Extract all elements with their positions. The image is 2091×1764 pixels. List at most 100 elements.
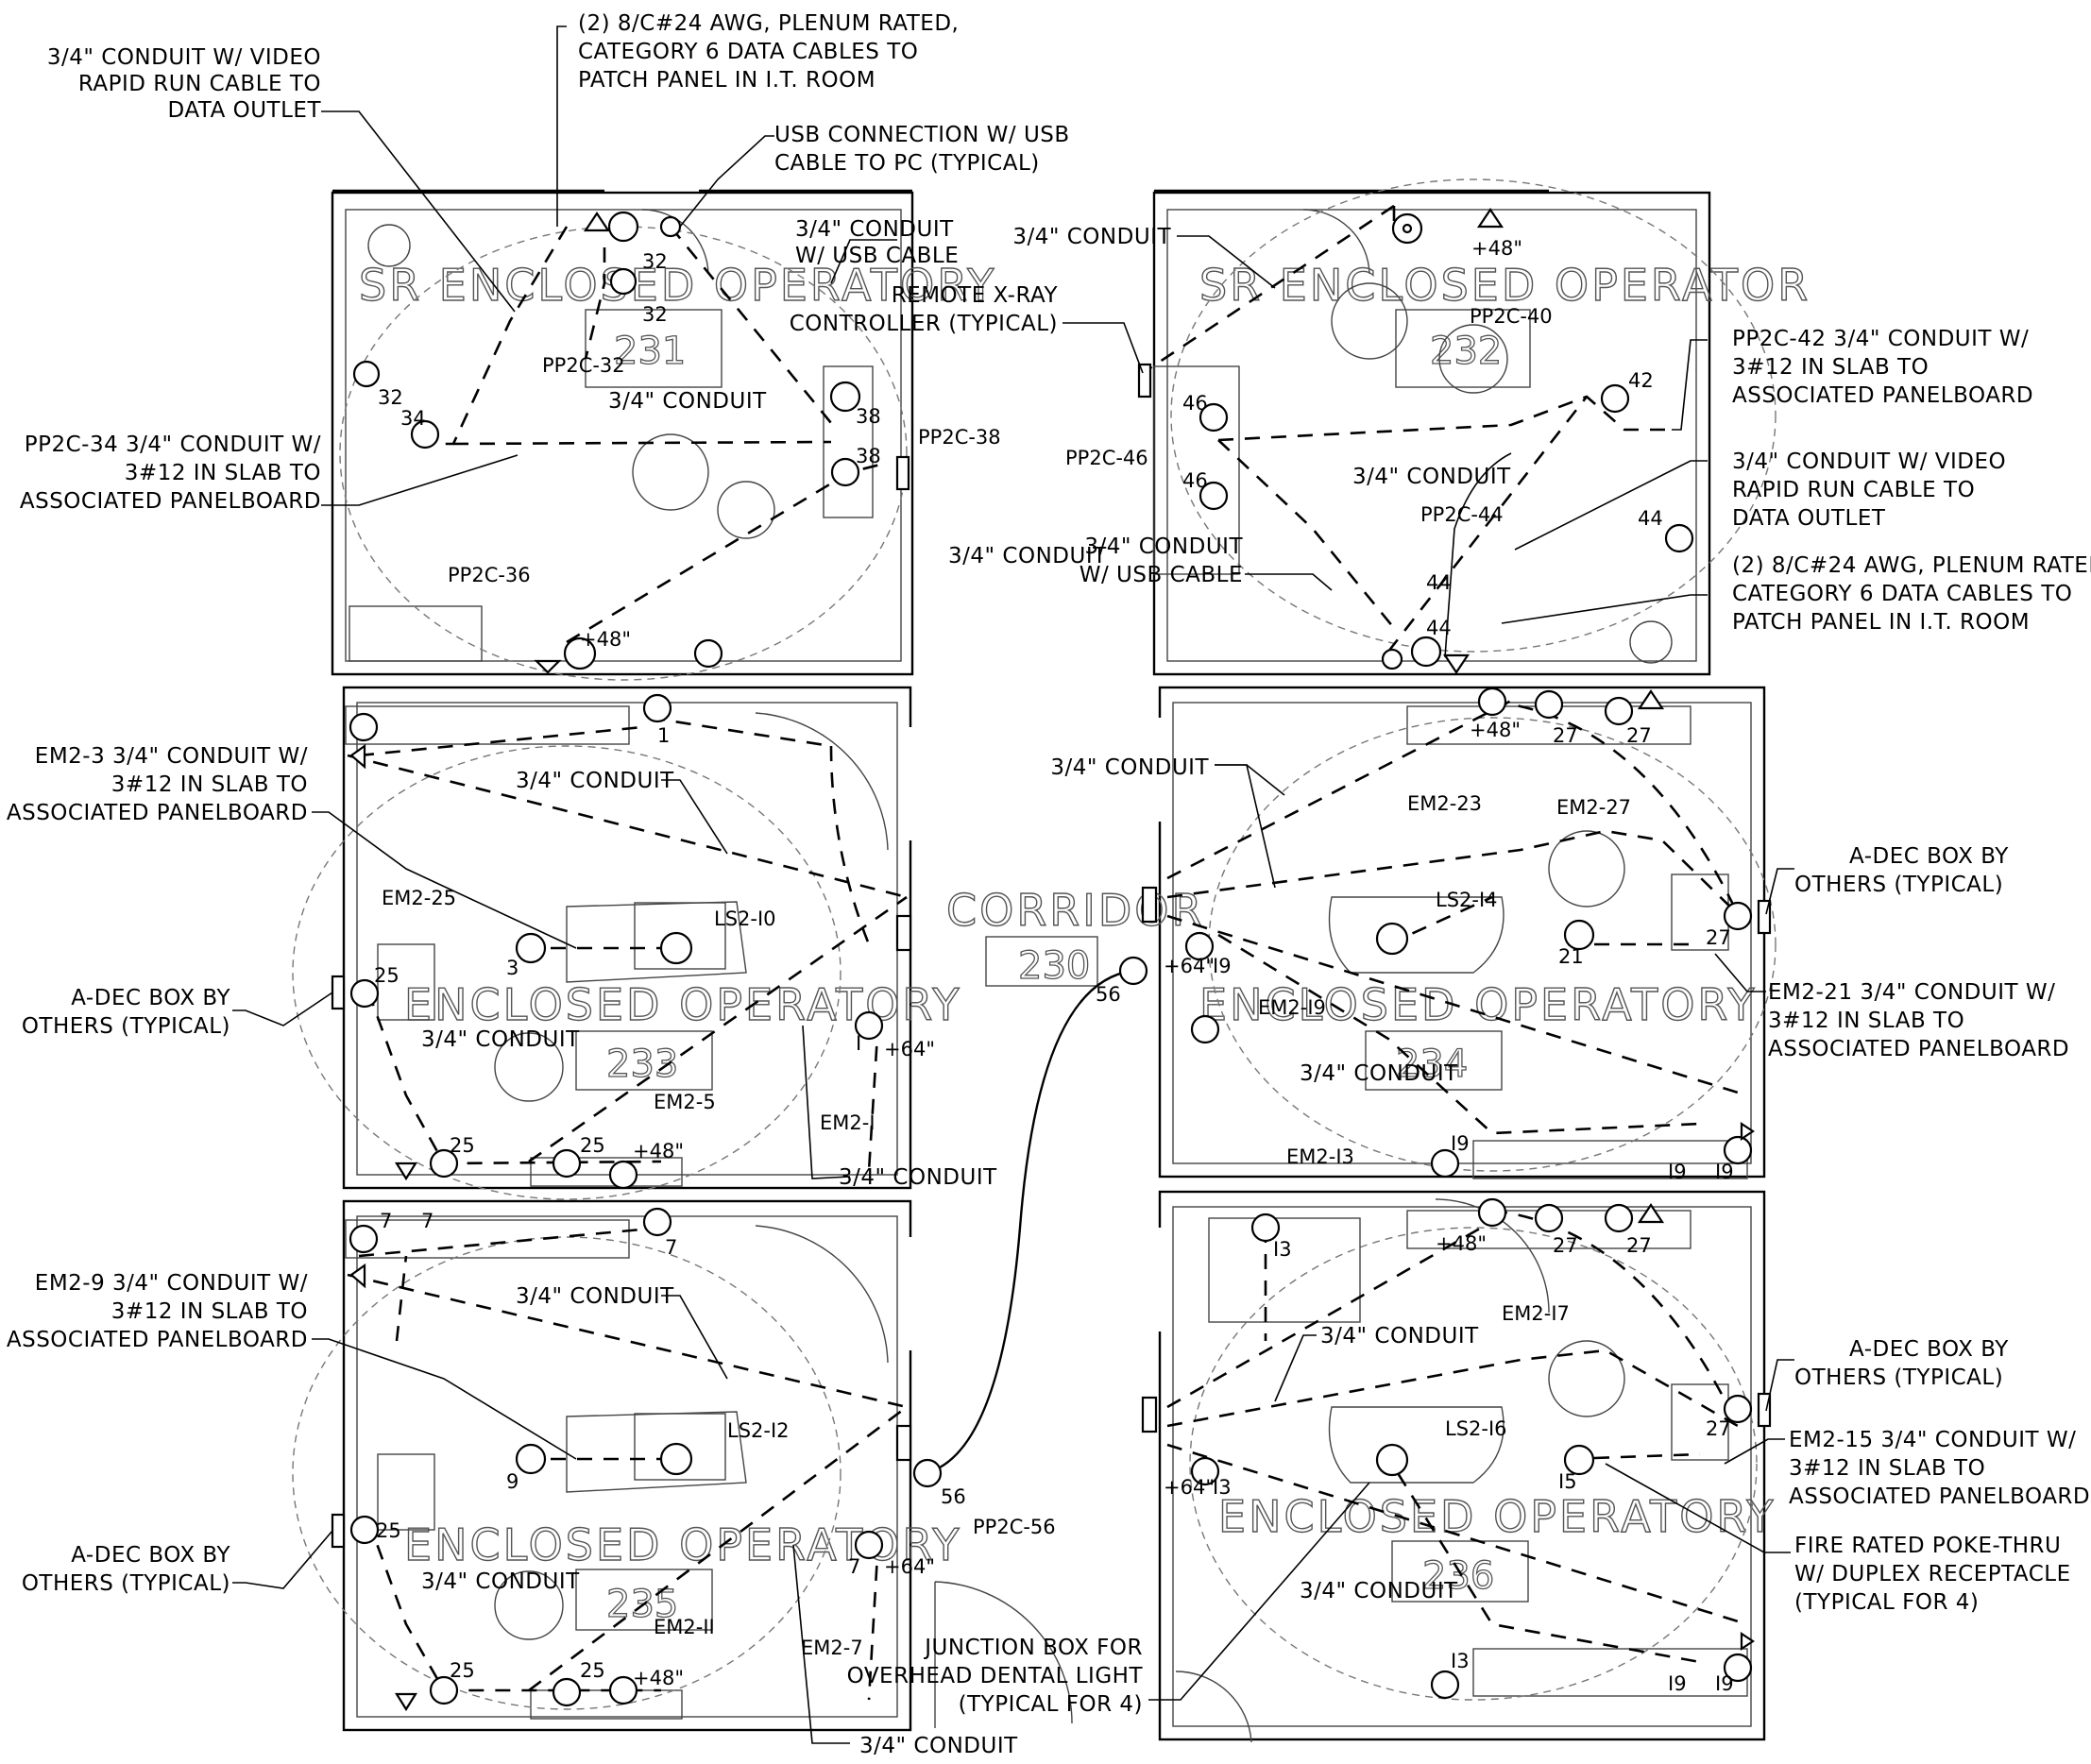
tag-27d: 27 — [1553, 1234, 1578, 1257]
tag-48e: +48" — [1436, 1232, 1487, 1255]
note-pp2c42-3: ASSOCIATED PANELBOARD — [1732, 383, 2033, 408]
tag-em27: EM2-7 — [801, 1637, 863, 1659]
note-conduit-233c: 3/4" CONDUIT — [839, 1165, 997, 1190]
note-adec3-1: A-DEC BOX BY — [71, 1543, 230, 1568]
note-poke-3: (TYPICAL FOR 4) — [1794, 1590, 1979, 1615]
note-video2-1: 3/4" CONDUIT W/ VIDEO — [1732, 449, 2006, 474]
note-conduit-235a: 3/4" CONDUIT — [516, 1284, 674, 1309]
annotations: 3/4" CONDUIT W/ VIDEO RAPID RUN CABLE TO… — [7, 11, 2091, 1758]
note-pp2c34-3: ASSOCIATED PANELBOARD — [20, 489, 321, 514]
note-usbc2-1: 3/4" CONDUIT — [1084, 534, 1243, 559]
note-em221-2: 3#12 IN SLAB TO — [1768, 1009, 1964, 1033]
note-conduit-233a: 3/4" CONDUIT — [516, 769, 674, 793]
note-poke-1: FIRE RATED POKE-THRU — [1794, 1534, 2061, 1558]
note-conduit-234a: 3/4" CONDUIT — [1050, 755, 1209, 780]
tag-7d: 7 — [848, 1555, 860, 1578]
tag-em21: EM2-I — [820, 1111, 876, 1134]
note-pp2c42-1: PP2C-42 3/4" CONDUIT W/ — [1732, 327, 2029, 351]
note-video-1: 3/4" CONDUIT W/ VIDEO — [47, 45, 321, 70]
tag-13b: I3 — [1213, 1476, 1232, 1499]
room-232-name: SR ENCLOSED OPERATOR — [1199, 260, 1810, 311]
note-pp2c34-1: PP2C-34 3/4" CONDUIT W/ — [25, 433, 321, 457]
tag-46b: 46 — [1182, 469, 1208, 492]
tag-27f: 27 — [1706, 1417, 1731, 1440]
device-symbols — [331, 208, 1772, 1712]
note-jbox-2: OVERHEAD DENTAL LIGHT — [847, 1664, 1144, 1688]
note-conduit-231b: 3/4" CONDUIT — [948, 544, 1107, 568]
note-xray-2: CONTROLLER (TYPICAL) — [790, 312, 1058, 336]
tag-32b: 32 — [642, 303, 668, 326]
tag-em219: EM2-I9 — [1258, 996, 1326, 1019]
note-conduit-235b: 3/4" CONDUIT — [421, 1569, 580, 1594]
tag-48f: +48" — [633, 1667, 684, 1689]
tag-19d: I9 — [1715, 1161, 1734, 1183]
note-cat6-3: PATCH PANEL IN I.T. ROOM — [578, 68, 876, 93]
tag-pp2c56: PP2C-56 — [973, 1516, 1056, 1538]
note-em215-2: 3#12 IN SLAB TO — [1789, 1456, 1985, 1481]
tag-19a: I9 — [1213, 955, 1232, 977]
conduit-runs — [347, 204, 1748, 1701]
tag-13c: I3 — [1451, 1650, 1470, 1672]
tag-pp2c44: PP2C-44 — [1420, 503, 1504, 526]
room-231-name: SR ENCLOSED OPERATORY — [359, 260, 996, 311]
note-video2-2: RAPID RUN CABLE TO — [1732, 478, 1975, 502]
note-jbox-3: (TYPICAL FOR 4) — [959, 1692, 1143, 1717]
note-em29-1: EM2-9 3/4" CONDUIT W/ — [35, 1271, 308, 1296]
tag-56b: 56 — [941, 1485, 966, 1508]
note-adec2-1: A-DEC BOX BY — [1849, 844, 2009, 869]
tag-pp2c46: PP2C-46 — [1065, 447, 1148, 469]
tag-19e: I9 — [1668, 1672, 1687, 1695]
tag-38b: 38 — [856, 445, 881, 467]
note-cat6-2: CATEGORY 6 DATA CABLES TO — [578, 40, 918, 64]
note-conduit-236b: 3/4" CONDUIT — [1300, 1579, 1458, 1603]
note-adec4-2: OTHERS (TYPICAL) — [1794, 1365, 2003, 1390]
note-em221-1: EM2-21 3/4" CONDUIT W/ — [1768, 980, 2055, 1005]
tag-1: 1 — [657, 724, 670, 747]
walls — [331, 189, 1766, 1743]
note-conduit-233b: 3/4" CONDUIT — [421, 1027, 580, 1052]
tag-7c: 7 — [665, 1236, 677, 1259]
tag-27c: 27 — [1706, 926, 1731, 949]
note-pp2c34-2: 3#12 IN SLAB TO — [125, 461, 321, 485]
tag-46a: 46 — [1182, 392, 1208, 415]
note-adec1-2: OTHERS (TYPICAL) — [22, 1014, 230, 1039]
note-conduit-236a: 3/4" CONDUIT — [1320, 1324, 1479, 1348]
tag-64d: +64" — [1164, 1476, 1215, 1499]
tag-25e: 25 — [450, 1659, 475, 1682]
tag-64b: +64" — [1164, 955, 1215, 977]
note-adec2-2: OTHERS (TYPICAL) — [1794, 873, 2003, 897]
tag-25a: 25 — [374, 964, 400, 987]
tag-pp2c40: PP2C-40 — [1470, 305, 1553, 328]
note-jbox-1: JUNCTION BOX FOR — [923, 1636, 1143, 1660]
tag-19b: I9 — [1451, 1132, 1470, 1155]
tag-25c: 25 — [580, 1134, 605, 1157]
note-conduit-231a: 3/4" CONDUIT — [608, 389, 767, 414]
note-em29-2: 3#12 IN SLAB TO — [111, 1299, 308, 1324]
tag-48d: +48" — [633, 1140, 684, 1162]
tag-32a: 32 — [642, 250, 668, 273]
note-xray-1: REMOTE X-RAY — [892, 283, 1059, 308]
room-labels: SR ENCLOSED OPERATORY 231 SR ENCLOSED OP… — [358, 259, 1810, 1631]
tag-56a: 56 — [1096, 983, 1121, 1006]
tag-25b: 25 — [450, 1134, 475, 1157]
tag-pp2c38: PP2C-38 — [918, 426, 1001, 449]
note-video-3: DATA OUTLET — [168, 98, 322, 123]
tag-25f: 25 — [580, 1659, 605, 1682]
note-video2-3: DATA OUTLET — [1732, 506, 1886, 531]
tag-48a: +48" — [580, 628, 631, 651]
note-em23-3: ASSOCIATED PANELBOARD — [7, 801, 308, 825]
circuit-tags: PP2C-32 PP2C-38 PP2C-36 PP2C-40 PP2C-46 … — [374, 237, 1734, 1695]
note-usb-1: USB CONNECTION W/ USB — [774, 123, 1070, 147]
note-cat62-2: CATEGORY 6 DATA CABLES TO — [1732, 582, 2072, 606]
note-usbc-1: 3/4" CONDUIT — [795, 217, 954, 242]
tag-21: 21 — [1558, 945, 1584, 968]
room-236-name: ENCLOSED OPERATORY — [1218, 1491, 1776, 1542]
tag-ls210: LS2-I0 — [714, 907, 776, 930]
tag-27a: 27 — [1553, 724, 1578, 747]
note-poke-2: W/ DUPLEX RECEPTACLE — [1794, 1562, 2071, 1586]
note-conduit-232: 3/4" CONDUIT — [1012, 225, 1171, 249]
tag-19c: I9 — [1668, 1161, 1687, 1183]
tag-em227: EM2-27 — [1556, 796, 1631, 819]
tag-1b: I — [856, 1032, 861, 1055]
